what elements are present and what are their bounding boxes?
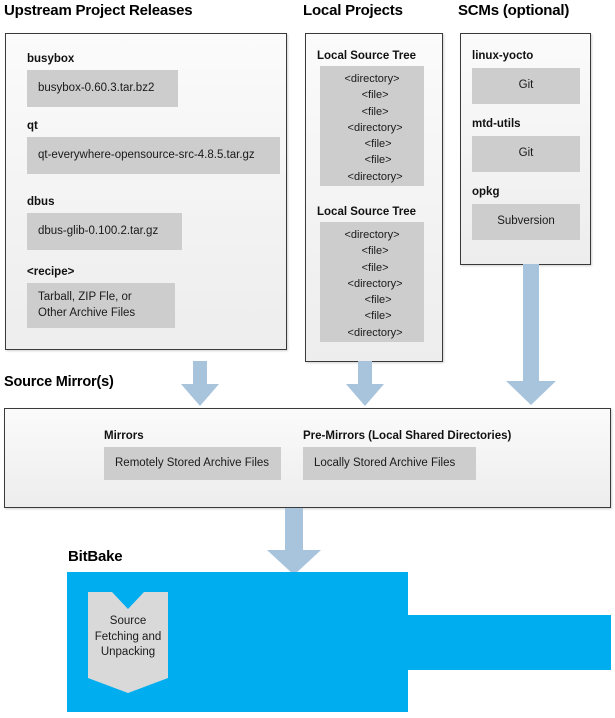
fetch-line-2: Fetching and bbox=[94, 630, 162, 643]
arrow-scms-to-mirror bbox=[505, 264, 557, 406]
upstream-item-label-qt: qt bbox=[27, 120, 38, 132]
section-title-scms: SCMs (optional) bbox=[458, 2, 570, 19]
scm-item-value-mtd-utils: Git bbox=[472, 136, 580, 172]
fetch-line-1: Source bbox=[109, 615, 147, 627]
tree-line: <directory> bbox=[344, 73, 400, 85]
tree-line: <directory> bbox=[344, 229, 400, 241]
mirror-item-label-mirrors: Mirrors bbox=[104, 430, 144, 442]
mirror-item-value-mirrors: Remotely Stored Archive Files bbox=[104, 447, 281, 480]
section-title-source-mirror: Source Mirror(s) bbox=[4, 374, 114, 390]
arrow-upstream-to-mirror bbox=[180, 361, 220, 407]
source-fetching-label: Source Fetching and Unpacking bbox=[88, 614, 168, 661]
local-tree-label-1: Local Source Tree bbox=[317, 50, 417, 62]
arrow-local-projects-to-mirror bbox=[345, 361, 385, 407]
bitbake-block bbox=[67, 572, 611, 712]
tree-line: <file> bbox=[352, 138, 392, 151]
scm-item-label-linux-yocto: linux-yocto bbox=[472, 50, 534, 62]
arrow-mirror-to-bitbake bbox=[266, 508, 322, 576]
tree-line: <file> bbox=[352, 310, 392, 323]
mirror-item-label-pre-mirrors: Pre-Mirrors (Local Shared Directories) bbox=[303, 430, 512, 442]
tree-line: <file> bbox=[355, 89, 389, 102]
upstream-item-value-busybox: busybox-0.60.3.tar.bz2 bbox=[27, 70, 178, 107]
section-title-local-projects: Local Projects bbox=[303, 2, 403, 19]
section-title-bitbake: BitBake bbox=[68, 548, 123, 565]
upstream-item-label-recipe: <recipe> bbox=[27, 266, 75, 278]
upstream-item-label-busybox: busybox bbox=[27, 53, 75, 65]
tree-line: <file> bbox=[352, 294, 392, 307]
scm-item-value-linux-yocto: Git bbox=[472, 68, 580, 104]
recipe-value-line-2: Other Archive Files bbox=[38, 306, 136, 319]
upstream-item-value-qt: qt-everywhere-opensource-src-4.8.5.tar.g… bbox=[27, 137, 280, 174]
tree-line: <file> bbox=[355, 105, 389, 118]
tree-line: <file> bbox=[352, 154, 392, 167]
local-tree-label-2: Local Source Tree bbox=[317, 206, 417, 218]
scm-item-value-opkg: Subversion bbox=[472, 204, 580, 240]
upstream-item-value-recipe: Tarball, ZIP Fle, or Other Archive Files bbox=[27, 283, 175, 328]
scm-item-label-mtd-utils: mtd-utils bbox=[472, 118, 521, 130]
tree-line: <directory> bbox=[341, 121, 403, 134]
recipe-value-line-1: Tarball, ZIP Fle, or bbox=[38, 291, 132, 303]
fetch-line-3: Unpacking bbox=[100, 646, 156, 658]
tree-line: <file> bbox=[355, 245, 389, 258]
scm-item-label-opkg: opkg bbox=[472, 186, 500, 198]
tree-line: <directory> bbox=[341, 277, 403, 290]
tree-line: <directory> bbox=[341, 170, 403, 183]
upstream-item-value-dbus: dbus-glib-0.100.2.tar.gz bbox=[27, 213, 182, 250]
upstream-item-label-dbus: dbus bbox=[27, 196, 55, 208]
section-title-upstream: Upstream Project Releases bbox=[4, 2, 193, 19]
local-source-tree-1: <directory> <file> <file> <directory> <f… bbox=[320, 66, 424, 186]
tree-line: <file> bbox=[355, 261, 389, 274]
source-fetching-and-unpacking-box: Source Fetching and Unpacking bbox=[88, 592, 168, 693]
mirror-item-value-pre-mirrors: Locally Stored Archive Files bbox=[303, 447, 476, 480]
tree-line: <directory> bbox=[341, 326, 403, 339]
local-source-tree-2: <directory> <file> <file> <directory> <f… bbox=[320, 222, 424, 342]
